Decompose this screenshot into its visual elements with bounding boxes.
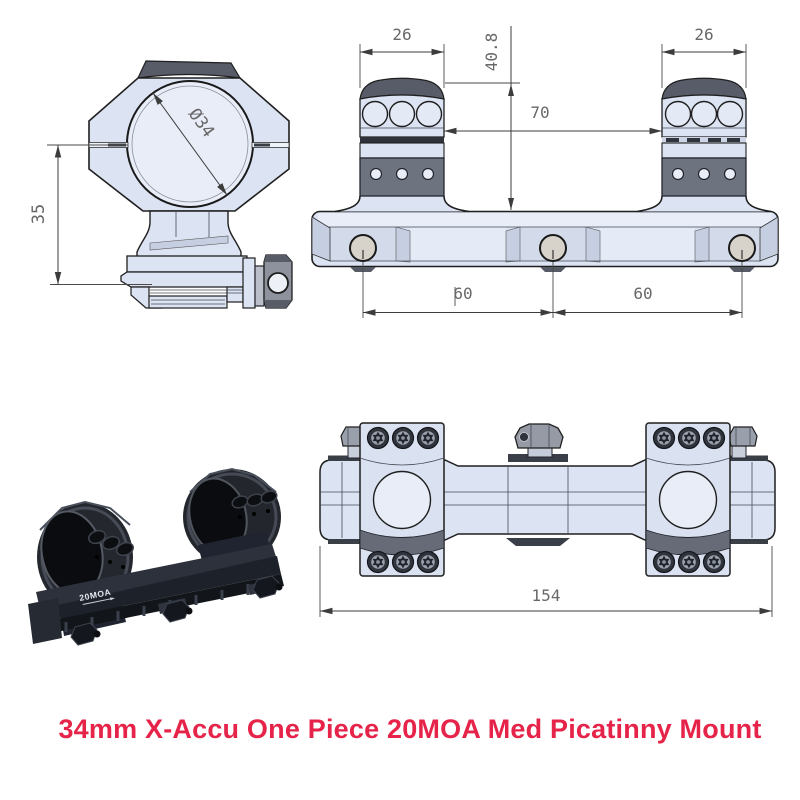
center-seat-plate [508,454,568,462]
dim-label-26-right: 26 [694,25,713,44]
dim-label-35: 35 [29,204,49,224]
dim-label-60-left: 60 [453,284,472,303]
neck-step [149,235,229,251]
dim-bolt-spans: 60 60 [362,262,743,318]
dim-overall-length: 154 [319,546,773,617]
diameter-dim-line [152,92,228,196]
ring-split-gap [360,137,444,143]
dim-height-35: 35 [29,144,152,285]
clamp-bore [372,470,432,530]
cross-bolt-nut-right [728,426,758,459]
dim-label-40-8: 40.8 [482,33,501,72]
dim-label-70: 70 [530,103,549,122]
photo-cross-bolts [70,575,283,646]
ring-neck [136,210,242,258]
ring-split-gap [662,137,746,143]
ring-tower-left [334,77,470,213]
rail-end-face-left [311,216,331,262]
center-bottom-lug [506,538,570,546]
ring-tower-right [636,77,772,213]
side-view: 26 26 40.8 70 60 [311,25,779,318]
center-hex-nut [514,423,564,458]
ring-clamp-left [359,422,445,577]
front-view: Ø34 [29,60,293,309]
rail-end-face-right [759,216,779,262]
photo-base-rail [28,544,284,644]
bore-inner-lip [131,85,249,203]
dim-label-60-right: 60 [633,284,652,303]
product-photo: 20MOA [28,467,284,646]
picatinny-clamp-base [120,255,254,309]
nut-bore [267,272,289,294]
photo-ring-rear [183,467,281,565]
product-title: 34mm X-Accu One Piece 20MOA Med Picatinn… [58,714,762,744]
cross-bolt-nut [242,254,293,309]
top-view: 154 [319,422,776,617]
dim-label-154: 154 [532,586,561,605]
ring-top-cap [136,60,242,79]
ring-clamp-right [645,422,731,577]
nut-side-hole [519,432,529,442]
dim-ring-width-right: 26 [661,25,747,88]
dim-ring-width-left: 26 [359,25,445,88]
dim-height-overall: 40.8 [445,26,520,210]
dim-ring-spacing: 70 [444,103,662,135]
clamp-bore [658,470,718,530]
dim-label-26-left: 26 [392,25,411,44]
